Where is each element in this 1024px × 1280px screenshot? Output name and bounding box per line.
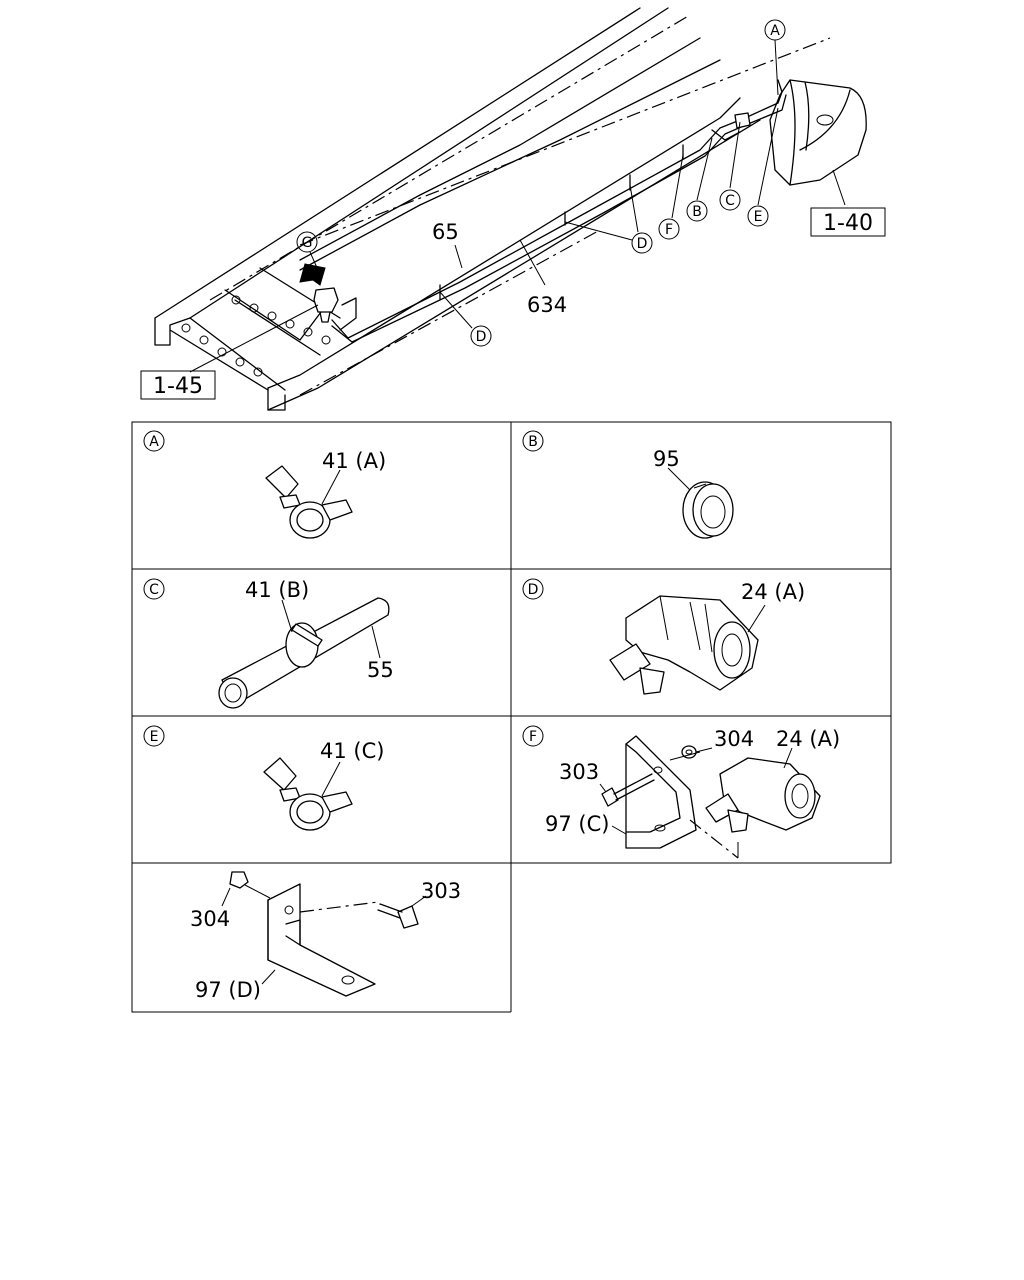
detail-panel-f: F 304 24 (A) 30 (522, 725, 840, 859)
callout-g: G (296, 231, 318, 253)
svg-text:A: A (770, 23, 780, 39)
detail-panel-e: E 41 (C) (143, 725, 384, 831)
overview-drawing: A B C D D E F G 65 6 (140, 7, 886, 411)
svg-text:B: B (692, 204, 702, 220)
bolt-icon (377, 903, 419, 929)
bracket-icon (267, 883, 376, 997)
svg-text:D: D (637, 236, 648, 252)
svg-text:1-40: 1-40 (823, 211, 873, 236)
callout-f: F (658, 218, 680, 240)
part-label-55: 55 (367, 658, 394, 682)
callout-a: A (764, 19, 786, 41)
callout-d-upper: D (631, 232, 653, 254)
ref-box-1-40: 1-40 (810, 207, 886, 237)
ref-box-1-45: 1-45 (140, 370, 216, 400)
part-label-41a: 41 (A) (322, 449, 386, 473)
detail-panel-d: D 24 (A) (522, 578, 805, 695)
callout-e: E (747, 205, 769, 227)
pipe-icon (218, 597, 390, 709)
canister (769, 79, 867, 186)
hose-clamp-icon (265, 465, 353, 539)
svg-text:E: E (150, 729, 159, 745)
connector-g (299, 263, 339, 323)
part-label-634: 634 (527, 293, 567, 317)
callout-b: B (686, 200, 708, 222)
part-label-303: 303 (421, 879, 461, 903)
svg-text:C: C (149, 582, 159, 598)
detail-panel-g: 304 303 97 (D) (190, 871, 461, 1002)
svg-text:D: D (476, 329, 487, 345)
part-label-304: 304 (714, 727, 754, 751)
part-label-95: 95 (653, 447, 680, 471)
callout-d-lower: D (470, 325, 492, 347)
part-label-304: 304 (190, 907, 230, 931)
frame-rail (154, 7, 831, 411)
pipe-clip-icon (705, 757, 821, 833)
part-label-97c: 97 (C) (545, 812, 609, 836)
svg-text:F: F (529, 729, 537, 745)
detail-panel-a: A 41 (A) (143, 430, 386, 539)
part-label-303: 303 (559, 760, 599, 784)
svg-text:B: B (528, 434, 538, 450)
callout-c: C (719, 189, 741, 211)
pipe-clips (439, 144, 684, 301)
bolt-icon (601, 773, 655, 807)
detail-panel-b: B 95 (522, 430, 734, 539)
part-label-41c: 41 (C) (320, 739, 384, 763)
nut-icon (681, 745, 697, 759)
fuel-pipes (331, 79, 787, 343)
svg-text:D: D (528, 582, 539, 598)
svg-text:E: E (754, 209, 763, 225)
detail-grid (131, 421, 892, 1013)
pipe-clip-icon (609, 595, 759, 695)
part-label-41b: 41 (B) (245, 578, 309, 602)
part-label-65: 65 (432, 220, 459, 244)
nut-icon (229, 871, 249, 889)
svg-text:G: G (302, 235, 313, 251)
leader-lines (189, 39, 846, 373)
svg-text:1-45: 1-45 (153, 374, 203, 399)
svg-text:F: F (665, 222, 673, 238)
hose-clamp-icon (263, 757, 353, 831)
svg-text:A: A (149, 434, 159, 450)
svg-text:C: C (725, 193, 735, 209)
part-label-97d: 97 (D) (195, 978, 261, 1002)
grommet-icon (682, 481, 734, 539)
part-label-24a: 24 (A) (741, 580, 805, 604)
part-label-24a: 24 (A) (776, 727, 840, 751)
detail-panel-c: C 41 (B) 55 (143, 578, 394, 709)
